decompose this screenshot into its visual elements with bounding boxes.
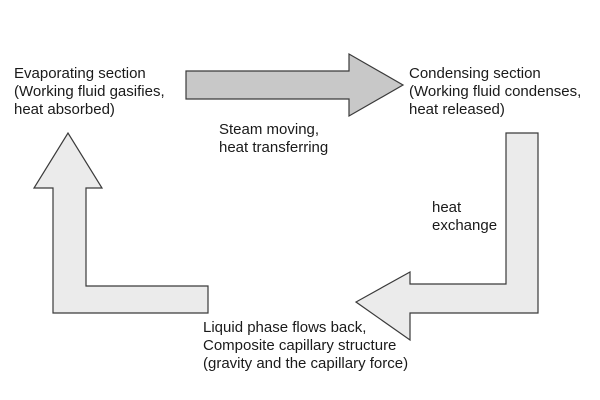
heat-exchange-label: heat exchange — [432, 199, 497, 235]
heat-exchange-line-2: exchange — [432, 217, 498, 234]
upflow-arrow — [32, 131, 209, 314]
condensing-line-1: Condensing section — [409, 65, 541, 82]
liquid-line-3: (gravity and the capillary force) — [203, 355, 409, 372]
evaporating-line-2: (Working fluid gasifies, — [14, 83, 165, 100]
evaporating-section-label: Evaporating section (Working fluid gasif… — [14, 65, 165, 119]
condensing-line-2: (Working fluid condenses, — [409, 83, 582, 100]
steam-line-2: heat transferring — [219, 139, 329, 156]
return-arrow — [354, 132, 539, 342]
steam-moving-label: Steam moving, heat transferring — [219, 121, 328, 157]
heat-exchange-line-1: heat — [432, 199, 462, 216]
liquid-phase-label: Liquid phase flows back, Composite capil… — [203, 319, 408, 373]
steam-line-1: Steam moving, — [219, 121, 320, 138]
liquid-line-1: Liquid phase flows back, — [203, 319, 367, 336]
condensing-section-label: Condensing section (Working fluid conden… — [409, 65, 581, 119]
condensing-line-3: heat released) — [409, 101, 505, 118]
steam-arrow — [185, 52, 405, 118]
evaporating-line-3: heat absorbed) — [14, 101, 115, 118]
liquid-line-2: Composite capillary structure — [203, 337, 397, 354]
evaporating-line-1: Evaporating section — [14, 65, 146, 82]
